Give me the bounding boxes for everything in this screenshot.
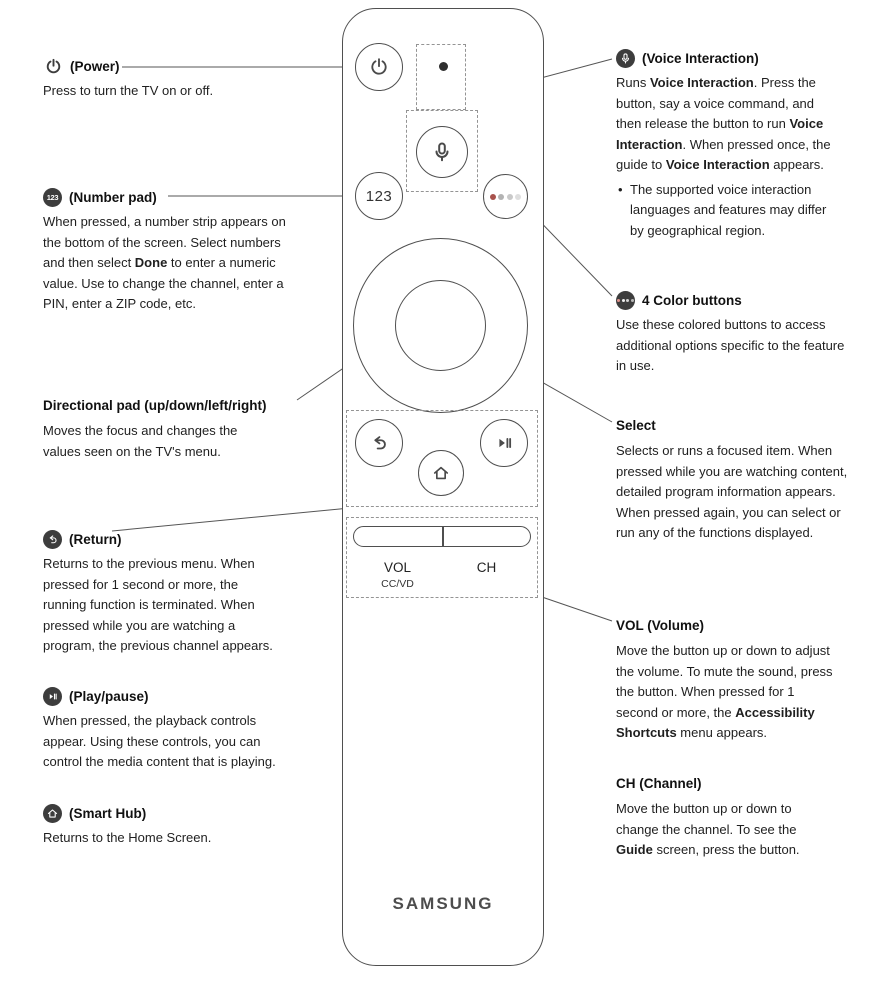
power-button	[355, 43, 403, 91]
select-heading: Select	[616, 418, 656, 433]
annotation-directional-pad: Directional pad (up/down/left/right) Mov…	[43, 396, 278, 462]
power-icon	[368, 56, 390, 78]
play-pause-icon	[493, 432, 515, 454]
channel-heading: CH (Channel)	[616, 776, 702, 791]
return-annotation-label: (Return)	[69, 531, 122, 547]
ccvd-rocker-label: CC/VD	[381, 578, 414, 590]
mic-area-dashed-outline	[406, 110, 478, 192]
annotation-select: Select Selects or runs a focused item. W…	[616, 416, 848, 544]
color-buttons-annotation-label: 4 Color buttons	[642, 292, 742, 308]
return-button	[355, 419, 403, 467]
leader-volume	[538, 595, 613, 622]
samsung-logo: SAMSUNG	[392, 894, 494, 913]
play-pause-button	[480, 419, 528, 467]
annotation-return: (Return) Returns to the previous menu. W…	[43, 529, 285, 657]
color-buttons-annotation-body: Use these colored buttons to access addi…	[616, 317, 845, 373]
number-pad-button-label: 123	[365, 187, 393, 205]
play-pause-annotation-label: (Play/pause)	[69, 688, 149, 704]
rocker-dashed-outline	[346, 517, 538, 598]
smart-hub-annotation-label: (Smart Hub)	[69, 805, 147, 821]
voice-annotation-label: (Voice Interaction)	[642, 50, 759, 66]
mic-icon	[430, 140, 454, 164]
rocker-divider	[442, 527, 444, 546]
mic-hole	[439, 62, 448, 71]
mic-icon	[616, 48, 635, 68]
annotation-power: (Power) Press to turn the TV on or off.	[43, 56, 311, 102]
number-pad-annotation-body: When pressed, a number strip appears on …	[43, 214, 286, 311]
return-icon	[43, 529, 62, 549]
volume-heading: VOL (Volume)	[616, 618, 705, 633]
directional-pad-body: Moves the focus and changes the values s…	[43, 423, 238, 459]
home-icon	[43, 803, 62, 823]
return-annotation-body: Returns to the previous menu. When press…	[43, 556, 273, 653]
mic-area-dashed-outline-top	[416, 44, 466, 110]
home-icon	[431, 463, 451, 483]
power-annotation-heading: (Power)	[43, 56, 311, 76]
number-pad-annotation-heading: 123 (Number pad)	[43, 187, 286, 207]
annotation-volume: VOL (Volume) Move the button up or down …	[616, 616, 834, 744]
four-color-dots-icon	[489, 193, 522, 200]
green-dot	[498, 193, 505, 200]
channel-body: Move the button up or down to change the…	[616, 801, 800, 857]
play-pause-annotation-heading: (Play/pause)	[43, 686, 281, 706]
number-pad-icon: 123	[43, 187, 62, 207]
smart-hub-annotation-heading: (Smart Hub)	[43, 803, 293, 823]
annotation-voice: (Voice Interaction) Runs Voice Interacti…	[616, 48, 838, 241]
vol-rocker-label: VOL	[383, 560, 411, 575]
return-icon	[368, 432, 390, 454]
yellow-dot	[506, 193, 513, 200]
four-color-dots-icon	[616, 290, 635, 310]
voice-annotation-bullet: The supported voice interaction language…	[616, 180, 838, 242]
vol-ch-rocker	[353, 526, 531, 547]
power-icon	[43, 56, 63, 76]
power-annotation-body: Press to turn the TV on or off.	[43, 83, 214, 98]
select-body: Selects or runs a focused item. When pre…	[616, 443, 848, 540]
ch-rocker-label: CH	[476, 560, 497, 575]
blue-dot	[515, 193, 522, 200]
play-pause-annotation-body: When pressed, the playback controls appe…	[43, 713, 276, 769]
power-annotation-label: (Power)	[70, 58, 120, 74]
number-pad-annotation-label: (Number pad)	[69, 189, 157, 205]
annotation-color-buttons: 4 Color buttons Use these colored button…	[616, 290, 846, 377]
return-annotation-heading: (Return)	[43, 529, 285, 549]
color-buttons-button	[483, 174, 528, 219]
select-button	[395, 280, 486, 371]
voice-annotation-body: Runs Voice Interaction. Press the button…	[616, 75, 831, 172]
red-dot	[489, 193, 496, 200]
number-pad-button: 123	[355, 172, 403, 220]
voice-button	[416, 126, 468, 178]
voice-annotation-heading: (Voice Interaction)	[616, 48, 838, 68]
leader-return	[111, 507, 351, 532]
directional-pad-heading: Directional pad (up/down/left/right)	[43, 398, 267, 413]
annotation-channel: CH (Channel) Move the button up or down …	[616, 774, 834, 861]
annotation-number-pad: 123 (Number pad) When pressed, a number …	[43, 187, 286, 315]
volume-body: Move the button up or down to adjust the…	[616, 643, 833, 740]
smart-hub-annotation-body: Returns to the Home Screen.	[43, 830, 212, 845]
annotation-smart-hub: (Smart Hub) Returns to the Home Screen.	[43, 803, 293, 849]
smart-hub-button	[418, 450, 464, 496]
color-buttons-annotation-heading: 4 Color buttons	[616, 290, 846, 310]
annotation-play-pause: (Play/pause) When pressed, the playback …	[43, 686, 281, 773]
play-pause-icon	[43, 686, 62, 706]
nav-buttons-dashed-outline	[346, 410, 538, 507]
